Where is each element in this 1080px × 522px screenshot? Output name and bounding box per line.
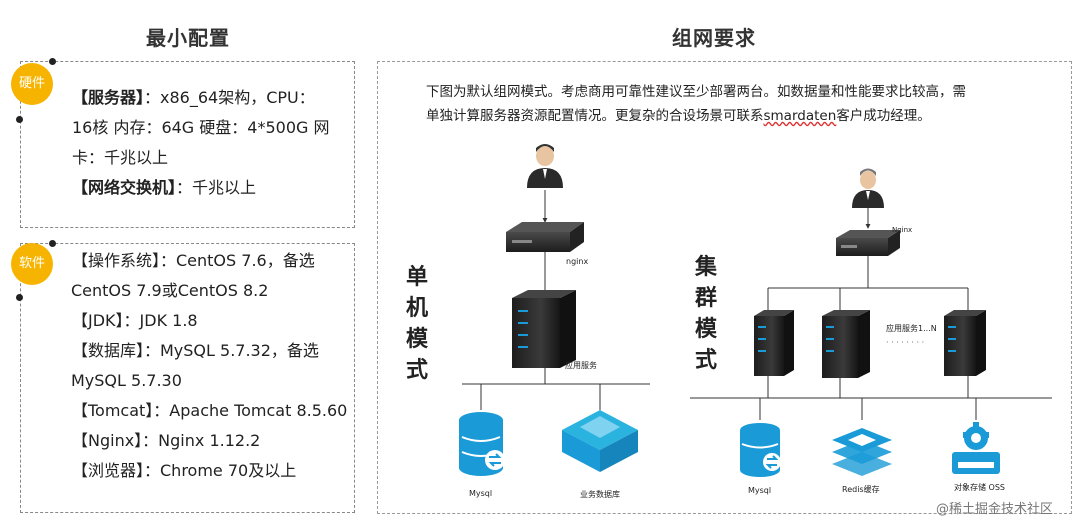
- software-line: CentOS 7.9或CentOS 8.2: [71, 281, 269, 300]
- single-nginx-label: nginx: [566, 257, 589, 266]
- network-title: 组网要求: [672, 26, 756, 50]
- software-line: 【JDK】：JDK 1.8: [72, 311, 198, 330]
- hardware-spec-list: 【服务器】：x86_64架构，CPU： 16核 内存：64G 硬盘：4*500G…: [72, 83, 352, 203]
- min-config-title: 最小配置: [146, 26, 230, 50]
- single-user-icon: [527, 144, 563, 188]
- hardware-line-nic: 卡：千兆以上: [72, 148, 169, 167]
- cluster-mode-label: 集群模式: [695, 255, 718, 373]
- cluster-server-icon-2: [822, 310, 870, 378]
- cluster-redis-icon: [832, 428, 892, 476]
- smardaten-link: smardaten: [763, 108, 837, 124]
- bullet-dot: [16, 116, 23, 123]
- cluster-mysql-icon: [740, 423, 781, 477]
- hardware-line-server: 【服务器】：x86_64架构，CPU：: [72, 88, 315, 107]
- cluster-mysql-label: Mysql: [748, 486, 772, 495]
- software-line: 【数据库】：MySQL 5.7.32，备选: [72, 341, 319, 360]
- software-line: 【Nginx】：Nginx 1.12.2: [72, 431, 261, 450]
- single-bizdb-label: 业务数据库: [580, 490, 620, 499]
- intro-line-1: 下图为默认组网模式。考虑商用可靠性建议至少部署两台。如数据量和性能要求比较高，需: [426, 84, 966, 100]
- watermark: @稀土掘金技术社区: [936, 502, 1054, 517]
- software-line: 【Tomcat】：Apache Tomcat 8.5.60: [72, 401, 348, 420]
- single-mysql-icon: [459, 412, 505, 476]
- single-nginx-icon: [506, 222, 584, 252]
- cluster-user-icon: [852, 168, 884, 208]
- hardware-box: [20, 61, 355, 228]
- single-server-icon: [512, 290, 576, 368]
- bullet-dot: [49, 58, 56, 65]
- cluster-server-icon-3: [944, 310, 986, 376]
- cluster-server-icon-1: [754, 310, 794, 376]
- hardware-line-switch: 【网络交换机】：千兆以上: [72, 178, 257, 197]
- intro-line-2: 单独计算服务器资源配置情况。更复杂的合设场景可联系smardaten客户成功经理…: [426, 108, 931, 124]
- software-box: [20, 243, 355, 513]
- software-line: 【操作系统】：CentOS 7.6，备选: [72, 251, 315, 270]
- software-spec-list: 【操作系统】：CentOS 7.6，备选 CentOS 7.9或CentOS 8…: [71, 246, 362, 486]
- software-line: MySQL 5.7.30: [71, 371, 182, 390]
- single-app-label: 应用服务: [565, 361, 597, 370]
- cluster-app-label: 应用服务1...N: [886, 324, 937, 333]
- cluster-redis-label: Redis缓存: [842, 485, 880, 494]
- cluster-oss-label: 对象存储 OSS: [954, 483, 1005, 492]
- cluster-oss-icon: [952, 422, 1000, 474]
- hardware-badge: 硬件: [11, 63, 53, 105]
- cluster-nginx-label: Nginx: [892, 226, 913, 234]
- software-badge: 软件: [11, 243, 53, 285]
- single-mysql-label: Mysql: [469, 489, 493, 498]
- software-line: 【浏览器】：Chrome 70及以上: [72, 461, 297, 480]
- network-intro: 下图为默认组网模式。考虑商用可靠性建议至少部署两台。如数据量和性能要求比较高，需…: [426, 80, 1056, 128]
- cluster-dots: · · · · · · · ·: [886, 338, 925, 347]
- bullet-dot: [16, 294, 23, 301]
- single-mode-label: 单机模式: [406, 265, 429, 383]
- network-box: [377, 61, 1072, 514]
- cluster-nginx-icon: [836, 230, 900, 256]
- single-bizdb-icon: [562, 410, 638, 472]
- hardware-line-cpu: 16核 内存：64G 硬盘：4*500G 网: [72, 118, 330, 137]
- bullet-dot: [49, 240, 56, 247]
